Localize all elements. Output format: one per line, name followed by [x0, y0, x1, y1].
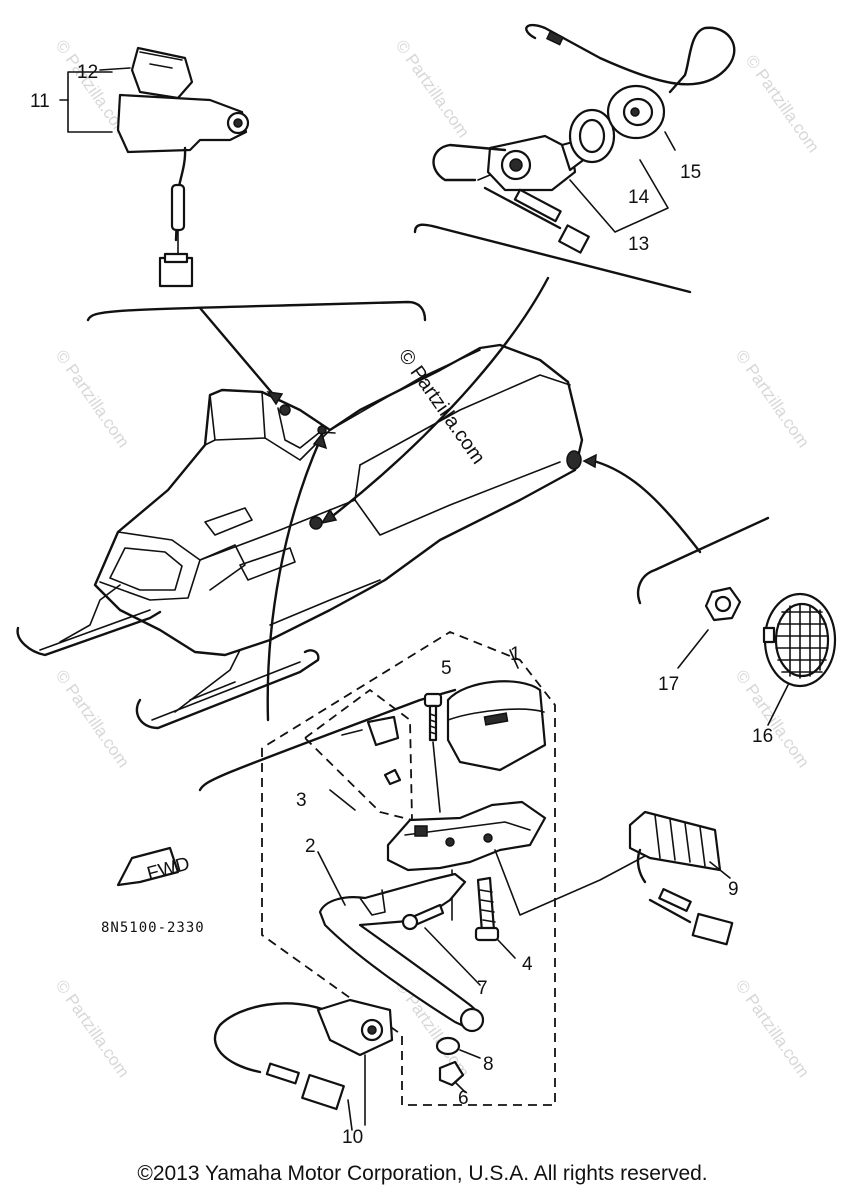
- watermark-text: © Partzilla.com: [732, 976, 813, 1081]
- callout-17: 17: [658, 674, 679, 695]
- callout-numbers: 1 2 3 4 5 6 7 8 9 10 11 12 13 14 15 16 1…: [30, 62, 773, 1148]
- callout-1: 1: [510, 644, 521, 665]
- callout-12: 12: [77, 62, 98, 83]
- callout-4: 4: [522, 954, 533, 975]
- leader-lines: [86, 223, 770, 792]
- callout-15: 15: [680, 162, 701, 183]
- throttle-assembly: [116, 630, 734, 1131]
- callout-6: 6: [458, 1088, 469, 1109]
- relay-assembly: [59, 46, 250, 288]
- callout-14: 14: [628, 187, 650, 208]
- watermark-text: © Partzilla.com: [732, 346, 813, 451]
- callout-2: 2: [305, 836, 316, 857]
- copyright-notice: ©2013 Yamaha Motor Corporation, U.S.A. A…: [137, 1162, 708, 1185]
- callout-13: 13: [628, 234, 649, 255]
- watermark-text: © Partzilla.com: [52, 666, 133, 771]
- callout-5: 5: [441, 658, 452, 679]
- watermark-text: © Partzilla.com: [52, 346, 133, 451]
- diagram-code: 8N5100-2330: [101, 920, 205, 936]
- callout-8: 8: [483, 1054, 494, 1075]
- callout-10: 10: [342, 1127, 363, 1148]
- callout-7: 7: [477, 978, 488, 999]
- watermark-text: © Partzilla.com: [742, 51, 823, 156]
- main-switch-assembly: [432, 23, 736, 254]
- callout-9: 9: [728, 879, 739, 900]
- taillight-parts: [677, 586, 837, 726]
- callout-3: 3: [296, 790, 307, 811]
- callout-11: 11: [30, 91, 50, 112]
- callout-16: 16: [752, 726, 773, 747]
- snowmobile-illustration: [16, 343, 584, 730]
- watermark-text: © Partzilla.com: [392, 36, 473, 141]
- watermark-text: © Partzilla.com: [52, 976, 133, 1081]
